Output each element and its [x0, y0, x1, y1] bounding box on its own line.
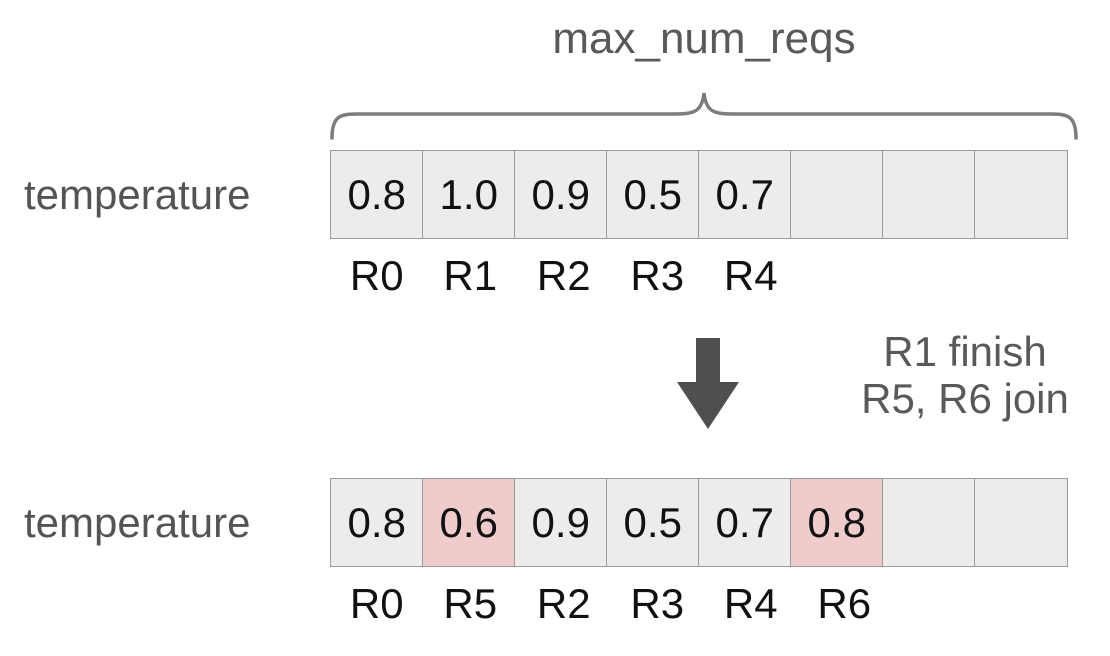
array-cell: 0.9 [514, 478, 608, 567]
array-cell: 0.6 [422, 478, 516, 567]
request-label: R4 [723, 252, 778, 299]
array-cell [882, 478, 976, 567]
request-labels-before: R0 R1 R2 R3 R4 [330, 252, 1078, 300]
array-cell: 0.8 [330, 150, 424, 239]
array-cell: 0.7 [698, 478, 792, 567]
array-cell: 0.7 [698, 150, 792, 239]
temperature-array-after: 0.8 0.6 0.9 0.5 0.7 0.8 [330, 478, 1068, 567]
request-label: R4 [723, 580, 778, 627]
max-num-reqs-label: max_num_reqs [552, 14, 856, 63]
array-cell [974, 150, 1068, 239]
request-label: R0 [349, 580, 404, 627]
temperature-label-before: temperature [24, 170, 251, 218]
array-cell: 0.8 [790, 478, 884, 567]
request-label: R1 [443, 252, 498, 299]
overbrace-icon [330, 92, 1078, 140]
temperature-array-before: 0.8 1.0 0.9 0.5 0.7 [330, 150, 1068, 239]
array-cell: 0.5 [606, 478, 700, 567]
array-cell: 0.5 [606, 150, 700, 239]
request-labels-after: R0 R5 R2 R3 R4 R6 [330, 580, 1078, 628]
array-cell: 0.9 [514, 150, 608, 239]
transition-note-line1: R1 finish [883, 328, 1047, 375]
array-cell [882, 150, 976, 239]
array-row-before: temperature 0.8 1.0 0.9 0.5 0.7 [0, 150, 1110, 239]
request-label [891, 252, 985, 300]
request-label: R0 [349, 252, 404, 299]
array-cell [974, 478, 1068, 567]
array-row-after: temperature 0.8 0.6 0.9 0.5 0.7 0.8 [0, 478, 1110, 567]
array-cell [790, 150, 884, 239]
request-label: R5 [443, 580, 498, 627]
request-label [985, 252, 1079, 300]
request-label: R3 [630, 580, 685, 627]
request-label: R2 [536, 252, 591, 299]
request-label: R3 [630, 252, 685, 299]
array-cell: 0.8 [330, 478, 424, 567]
down-arrow-icon [677, 338, 739, 429]
request-label [798, 252, 892, 300]
transition-note: R1 finish R5, R6 join [840, 328, 1090, 422]
temperature-label-after: temperature [24, 498, 251, 546]
transition-note-line2: R5, R6 join [861, 375, 1069, 422]
request-label [891, 580, 985, 628]
array-cell: 1.0 [422, 150, 516, 239]
request-label: R6 [817, 580, 872, 627]
request-label [985, 580, 1079, 628]
request-label: R2 [536, 580, 591, 627]
